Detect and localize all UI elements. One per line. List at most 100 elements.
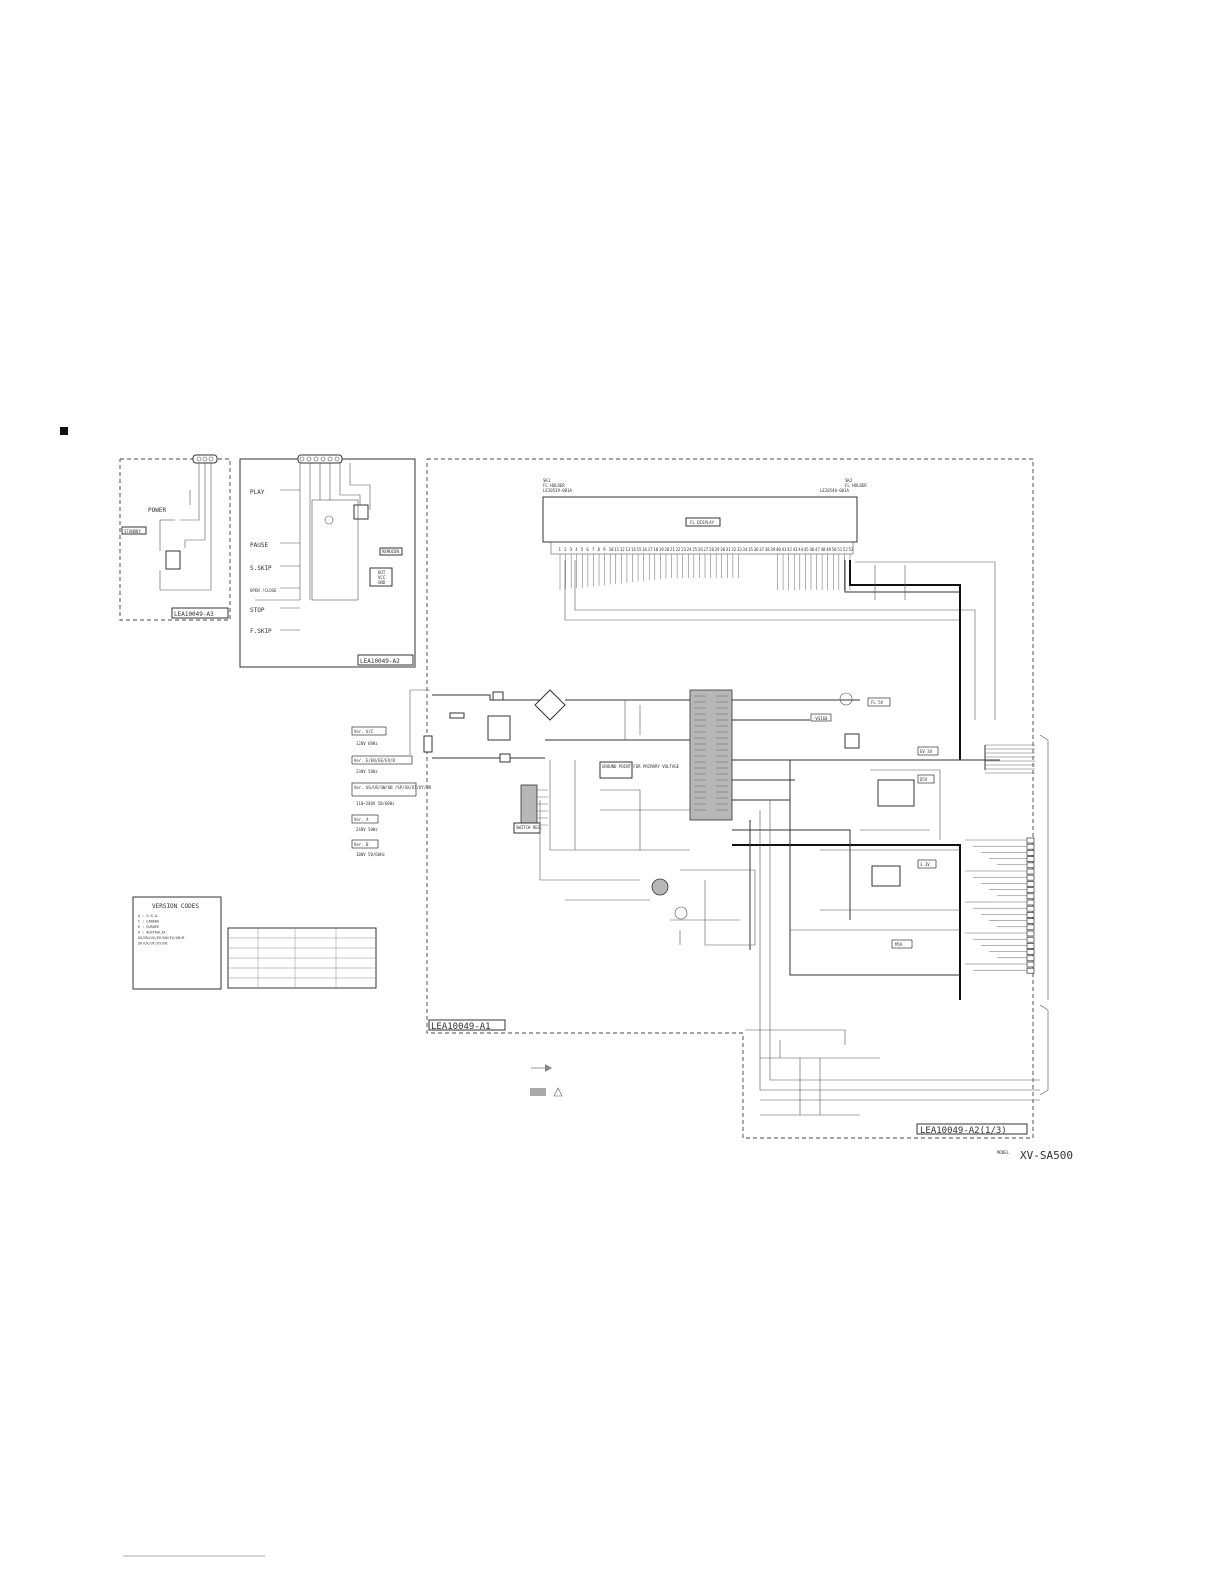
a2-pin-out: OUT xyxy=(378,570,386,575)
fl-pin-number: 27 xyxy=(704,547,709,552)
ground-note: GROUND POINT FOR PRIMARY VOLTAGE xyxy=(602,764,680,769)
a2-board-id: LEA10049-A2 xyxy=(360,658,400,665)
parts-table xyxy=(227,927,377,989)
a2-pin-vcc: VCC xyxy=(378,575,386,580)
ver-3-spec: 240V 50Hz xyxy=(356,827,378,832)
sk1-part: LE20539-001A xyxy=(543,488,572,493)
fl-pin-number: 1 xyxy=(559,547,562,552)
version-code-row: A : AUSTRALIA xyxy=(138,931,166,935)
fl-pin-number: 51 xyxy=(837,547,842,552)
fl-pin-number: 3 xyxy=(570,547,573,552)
fl-pin-number: 13 xyxy=(625,547,630,552)
fl-pin-number: 20 xyxy=(664,547,669,552)
main-board: SK1 FL HOLDER LE20539-001A SK2 FL HOLDER… xyxy=(409,458,1049,1139)
version-code-row: E : EUROPE xyxy=(138,925,159,929)
board-a2-id: LEA10049-A2(1/3) xyxy=(920,1126,1007,1136)
a2-btn-sskip: S.SKIP xyxy=(250,565,272,572)
fl-pin-number: 36 xyxy=(754,547,759,552)
fl-pin-number: 21 xyxy=(670,547,675,552)
fl-pin-number: 34 xyxy=(743,547,748,552)
sk2-ref: SK2 xyxy=(845,478,853,483)
fl-pin-number: 53 xyxy=(849,547,854,552)
module-a2: REMOCON OUT VCC GND PLAY PAUSE S.SKIP OP… xyxy=(239,454,416,668)
sk2-name: FL HOLDER xyxy=(845,483,867,488)
a3-board-id: LEA10049-A3 xyxy=(174,611,214,618)
section-marker xyxy=(60,427,68,435)
version-code-row: C : CANADA xyxy=(138,920,160,924)
fl-pin-number: 43 xyxy=(793,547,798,552)
transformer xyxy=(689,689,733,821)
fl-pin-number: 17 xyxy=(648,547,653,552)
legend xyxy=(530,1064,563,1097)
fl-pin-number: 10 xyxy=(609,547,614,552)
fl-pin-number: 4 xyxy=(575,547,578,552)
version-code-row: U : U.S.A. xyxy=(138,914,159,918)
switch-reg-label: SWITCH REG. xyxy=(516,825,543,830)
fl-pin-number: 48 xyxy=(821,547,826,552)
fl-pin-number: 35 xyxy=(748,547,753,552)
fl-pin-number: 23 xyxy=(681,547,686,552)
fl-pin-number: 16 xyxy=(642,547,647,552)
ver-0-spec: 120V 60Hz xyxy=(356,741,378,746)
ver-0-name: Ver. U/C xyxy=(354,729,374,734)
fl-pin-number: 26 xyxy=(698,547,703,552)
fl-pin-number: 49 xyxy=(826,547,831,552)
main-board-id: LEA10049-A1 xyxy=(431,1022,491,1032)
fl-pin-number: 11 xyxy=(614,547,619,552)
fl-pin-number: 5 xyxy=(581,547,584,552)
fl-pin-number: 50 xyxy=(832,547,837,552)
fl-pin-number: 42 xyxy=(787,547,792,552)
fl-pin-number: 52 xyxy=(843,547,848,552)
fl-pin-number: 14 xyxy=(631,547,636,552)
rail-m5v: M5V xyxy=(895,942,903,947)
sk2-part: LE20540-001A xyxy=(820,488,849,493)
a3-power-label: POWER xyxy=(148,507,166,514)
version-code-row: UG/EN/US/EE/UW/EV/UB/B xyxy=(138,936,184,940)
ver-4-spec: 100V 50/60Hz xyxy=(356,852,385,857)
ver-1-name: Ver. E/EN/EE/EV/B xyxy=(354,758,396,763)
version-list: Ver. U/C 120V 60Hz Ver. E/EN/EE/EV/B 230… xyxy=(351,726,432,857)
ver-2-spec: 110~240V 50/60Hz xyxy=(356,801,395,806)
fl-display-label: FL DISPLAY xyxy=(690,520,715,525)
model-label: MODEL xyxy=(997,1150,1010,1155)
fl-pin-number: 38 xyxy=(765,547,770,552)
fl-pin-number: 32 xyxy=(731,547,736,552)
fl-pin-number: 39 xyxy=(770,547,775,552)
a2-btn-open: OPEN /CLOSE xyxy=(250,588,277,593)
fl-pin-number: 40 xyxy=(776,547,781,552)
fl-pin-number: 15 xyxy=(637,547,642,552)
a2-btn-play: PLAY xyxy=(250,489,265,496)
sk1-name: FL HOLDER xyxy=(543,483,565,488)
fl-pin-number: 8 xyxy=(598,547,601,552)
ver-1-spec: 230V 50Hz xyxy=(356,769,378,774)
a2-btn-stop: STOP xyxy=(250,607,265,614)
fl-pin-number: 7 xyxy=(592,547,595,552)
fl-pin-number: 2 xyxy=(564,547,567,552)
version-code-row: SP/UX/UT/UY/UR xyxy=(138,942,168,946)
sk1-ref: SK1 xyxy=(543,478,551,483)
fl-pin-number: 33 xyxy=(737,547,742,552)
fl-pin-number: 18 xyxy=(653,547,658,552)
model-value: XV-SA500 xyxy=(1020,1149,1073,1162)
fl-pin-number: 44 xyxy=(798,547,803,552)
ver-3-name: Ver. A xyxy=(354,817,369,822)
version-codes-title: VERSION CODES xyxy=(152,903,199,910)
a2-btn-pause: PAUSE xyxy=(250,542,268,549)
module-a3: POWER STANDBY LEA10049-A3 xyxy=(119,454,231,621)
fl-pin-number: 47 xyxy=(815,547,820,552)
fl-pin-number: 19 xyxy=(659,547,664,552)
ver-2-name: Ver. UG/US/UW/UB /SP/UX/UT/UY/UR xyxy=(354,785,432,790)
a3-standby-label: STANDBY xyxy=(124,529,141,534)
fl-pin-number: 25 xyxy=(692,547,697,552)
rail-vs160: -VS160 xyxy=(813,716,828,721)
fl-pin-number: 22 xyxy=(676,547,681,552)
rail-fl5v: FL 5V xyxy=(871,700,884,705)
fl-pin-number: 46 xyxy=(809,547,814,552)
fl-pin-number: 30 xyxy=(720,547,725,552)
fl-pin-number: 12 xyxy=(620,547,625,552)
board-a2-1of3: LEA10049-A2(1/3) xyxy=(745,1029,1040,1136)
rail-3v3: 3.3V xyxy=(920,862,930,867)
